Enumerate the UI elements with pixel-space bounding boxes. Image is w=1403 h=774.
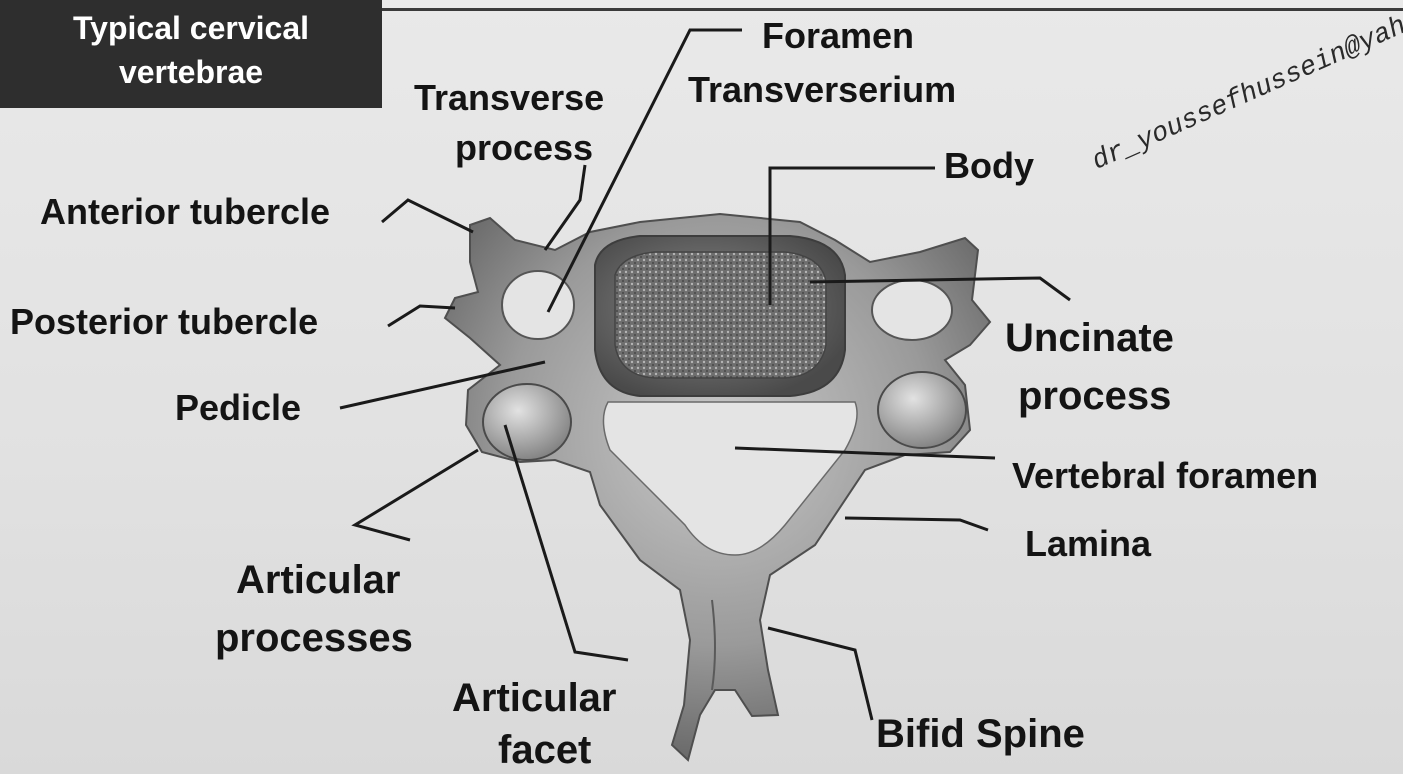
label-articular-facet-2: facet xyxy=(498,728,591,772)
label-foramen-transversarium-1: Foramen xyxy=(762,16,914,56)
label-foramen-transversarium-2: Transverserium xyxy=(688,70,956,110)
label-lamina: Lamina xyxy=(1025,524,1151,564)
articular-facet-right xyxy=(878,372,966,448)
leader-bifid-spine xyxy=(768,628,872,720)
foramen-transversarium-right xyxy=(872,280,952,340)
body-spongy-surface xyxy=(615,252,826,378)
label-articular-processes-1: Articular xyxy=(236,558,401,602)
label-bifid-spine: Bifid Spine xyxy=(876,712,1085,756)
label-uncinate-process-1: Uncinate xyxy=(1005,316,1174,360)
label-anterior-tubercle: Anterior tubercle xyxy=(40,192,330,232)
leader-articular-processes xyxy=(355,450,478,540)
label-body: Body xyxy=(944,146,1034,186)
label-posterior-tubercle: Posterior tubercle xyxy=(10,302,318,342)
label-uncinate-process-2: process xyxy=(1018,374,1171,418)
leader-lamina xyxy=(845,518,988,530)
label-articular-processes-2: processes xyxy=(215,616,413,660)
label-transverse-process-2: process xyxy=(455,128,593,168)
label-articular-facet-1: Articular xyxy=(452,676,617,720)
articular-facet-left xyxy=(483,384,571,460)
leader-anterior-tubercle xyxy=(382,200,473,232)
label-transverse-process-1: Transverse xyxy=(414,78,604,118)
label-pedicle: Pedicle xyxy=(175,388,301,428)
label-vertebral-foramen: Vertebral foramen xyxy=(1012,456,1318,496)
